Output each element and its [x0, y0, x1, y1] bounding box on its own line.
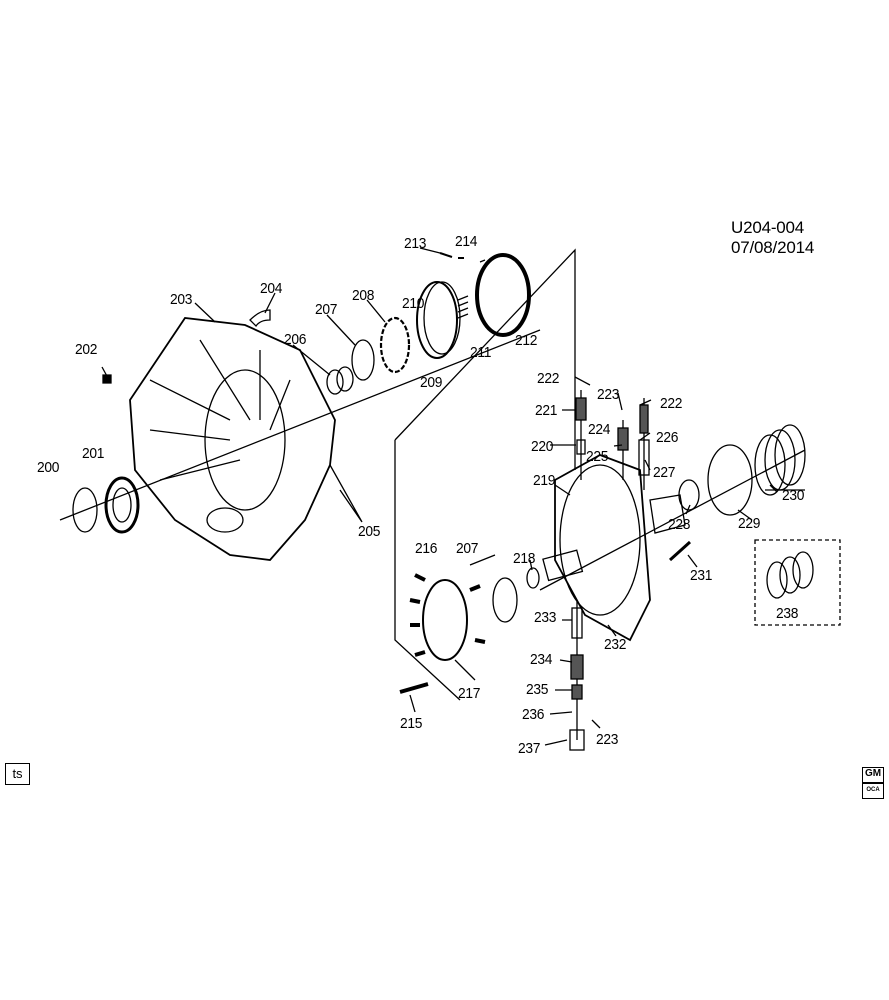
kit-box-238 [754, 539, 841, 626]
callout-204: 204 [260, 280, 283, 297]
callout-209: 209 [420, 374, 443, 391]
callout-228: 228 [668, 516, 691, 533]
callout-216: 216 [415, 540, 438, 557]
seal-rings-238 [766, 551, 814, 599]
callout-227: 227 [653, 464, 676, 481]
valve-stack-right [638, 398, 650, 490]
pin-215 [399, 682, 429, 694]
spring-211 [457, 295, 469, 319]
callout-207-b: 207 [456, 540, 479, 557]
callout-215: 215 [400, 715, 423, 732]
seal-rings-230 [754, 424, 806, 496]
callout-226: 226 [656, 429, 679, 446]
bushing [326, 369, 344, 395]
valve-stack-bottom [569, 600, 585, 751]
group-bracket [394, 248, 576, 701]
callout-238: 238 [776, 605, 799, 622]
seal [104, 476, 140, 534]
ring-212 [475, 253, 531, 337]
ring-207b [492, 577, 518, 623]
callout-206: 206 [284, 331, 307, 348]
gm-logo-bottom: OCA [863, 782, 883, 796]
diagram-header: U204-004 07/08/2014 [731, 218, 889, 258]
callout-235: 235 [526, 681, 549, 698]
axis-line [59, 329, 541, 521]
bolt [102, 374, 112, 384]
callout-234: 234 [530, 651, 553, 668]
callout-231: 231 [690, 567, 713, 584]
callout-217: 217 [458, 685, 481, 702]
stator [422, 579, 468, 661]
washer-208 [379, 316, 411, 374]
callout-236: 236 [522, 706, 545, 723]
callout-211: 211 [470, 344, 492, 361]
callout-233: 233 [534, 609, 557, 626]
callout-210: 210 [402, 295, 425, 312]
callout-220: 220 [531, 438, 554, 455]
bushing-218 [526, 567, 540, 589]
axis-line-2 [539, 449, 806, 591]
bolt-231 [668, 540, 692, 562]
callout-229: 229 [738, 515, 761, 532]
band [416, 281, 458, 359]
callout-200: 200 [37, 459, 60, 476]
callout-201: 201 [82, 445, 105, 462]
callout-214: 214 [455, 233, 478, 250]
ring-229 [707, 444, 753, 516]
diagram-id: U204-004 [731, 218, 805, 237]
callout-223-b: 223 [596, 731, 619, 748]
gm-logo: GM OCA [862, 767, 884, 799]
callout-203: 203 [170, 291, 193, 308]
callout-237: 237 [518, 740, 541, 757]
callout-221: 221 [535, 402, 558, 419]
fitting [249, 309, 271, 328]
callout-212: 212 [515, 332, 538, 349]
callout-213: 213 [404, 235, 427, 252]
pump-body [542, 454, 686, 642]
callout-218: 218 [513, 550, 536, 567]
callout-232: 232 [604, 636, 627, 653]
callout-224: 224 [588, 421, 611, 438]
callout-202: 202 [75, 341, 98, 358]
callout-223: 223 [597, 386, 620, 403]
callout-205: 205 [358, 523, 381, 540]
callout-207: 207 [315, 301, 338, 318]
valve-stack-left [575, 390, 587, 480]
callout-208: 208 [352, 287, 375, 304]
converter-housing [129, 317, 336, 561]
callout-219: 219 [533, 472, 556, 489]
callout-222-b: 222 [660, 395, 683, 412]
valve-stack-mid [617, 420, 629, 480]
ring-207 [351, 339, 375, 381]
snap-ring [72, 487, 98, 533]
pin [439, 252, 464, 259]
ts-badge: ts [5, 763, 30, 785]
diagram-date: 07/08/2014 [731, 238, 815, 257]
gm-logo-top: GM [864, 768, 882, 779]
ring-228 [678, 479, 700, 511]
callout-230: 230 [782, 487, 805, 504]
callout-225: 225 [586, 448, 609, 465]
callout-222: 222 [537, 370, 560, 387]
